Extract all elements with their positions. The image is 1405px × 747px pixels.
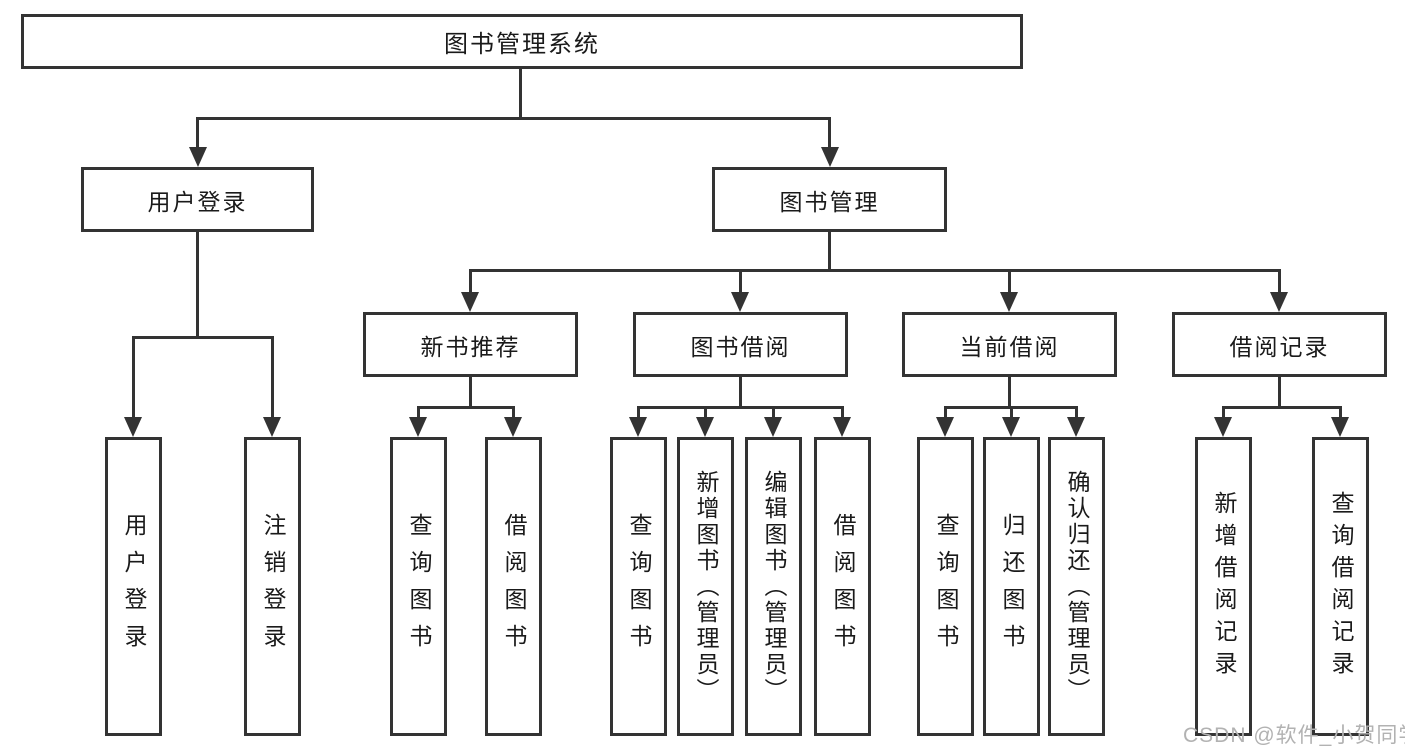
edge-records-bus — [1222, 406, 1342, 409]
leaf-query-borrow-record-label: 查询借阅记录 — [1328, 490, 1354, 683]
leaf-query-borrow-record: 查询借阅记录 — [1312, 437, 1369, 736]
arrowhead-recommend-query — [409, 417, 427, 437]
edge-book-management-bus — [469, 269, 1281, 272]
arrowhead-recommend-borrow — [504, 417, 522, 437]
edge-drop-bb-edit — [772, 408, 775, 417]
edge-recommend-bus — [417, 406, 515, 409]
leaf-confirm-return-admin: 确认归还（管理员） — [1048, 437, 1105, 736]
edge-drop-bb-add — [704, 408, 707, 417]
arrowhead-bb-add — [696, 417, 714, 437]
node-current-borrow: 当前借阅 — [902, 312, 1117, 377]
node-book-borrow-label: 图书借阅 — [690, 333, 791, 360]
leaf-logout: 注销登录 — [244, 437, 301, 736]
edge-root-stem — [519, 69, 522, 117]
arrowhead-bb-query — [629, 417, 647, 437]
node-borrow-records-label: 借阅记录 — [1229, 333, 1330, 360]
edge-drop-current-borrow — [1008, 271, 1011, 292]
edge-records-stem — [1278, 377, 1281, 406]
edge-drop-bb-query — [637, 408, 640, 417]
leaf-confirm-return-admin-label: 确认归还（管理员） — [1064, 469, 1090, 704]
leaf-borrow-book-label: 借阅图书 — [830, 512, 856, 661]
arrowhead-bb-borrow — [833, 417, 851, 437]
node-user-login-label: 用户登录 — [147, 188, 248, 215]
leaf-add-borrow-record-label: 新增借阅记录 — [1211, 490, 1237, 683]
edge-book-management-stem — [828, 232, 831, 269]
leaf-recommend-borrow-book: 借阅图书 — [485, 437, 542, 736]
arrowhead-leaf-user-login — [124, 417, 142, 437]
arrowhead-bb-edit — [764, 417, 782, 437]
leaf-add-borrow-record: 新增借阅记录 — [1195, 437, 1252, 736]
leaf-user-login: 用户登录 — [105, 437, 162, 736]
edge-current-bus — [944, 406, 1078, 409]
edge-book-borrow-bus — [637, 406, 844, 409]
leaf-borrow-query-book-label: 查询图书 — [626, 512, 652, 661]
node-book-management-label: 图书管理 — [779, 188, 880, 215]
edge-drop-leaf-user-login — [132, 338, 135, 418]
edge-current-stem — [1008, 377, 1011, 406]
arrowhead-book-borrow — [731, 292, 749, 312]
edge-user-login-bus — [132, 336, 274, 339]
leaf-edit-book-admin: 编辑图书（管理员） — [745, 437, 802, 736]
leaf-borrow-query-book: 查询图书 — [610, 437, 667, 736]
edge-book-borrow-stem — [739, 377, 742, 406]
edge-drop-cb-confirm — [1075, 408, 1078, 417]
arrowhead-user-login — [189, 147, 207, 167]
arrowhead-br-add — [1214, 417, 1232, 437]
arrowhead-new-book-recommend — [461, 292, 479, 312]
leaf-edit-book-admin-label: 编辑图书（管理员） — [761, 469, 787, 704]
edge-drop-bb-borrow — [841, 408, 844, 417]
leaf-current-query-book-label: 查询图书 — [933, 512, 959, 661]
arrowhead-book-management — [821, 147, 839, 167]
leaf-add-book-admin: 新增图书（管理员） — [677, 437, 734, 736]
leaf-add-book-admin-label: 新增图书（管理员） — [693, 469, 719, 704]
edge-drop-leaf-logout — [271, 338, 274, 418]
edge-drop-borrow-records — [1278, 271, 1281, 292]
leaf-return-book-label: 归还图书 — [999, 512, 1025, 661]
node-user-login: 用户登录 — [81, 167, 314, 232]
leaf-return-book: 归还图书 — [983, 437, 1040, 736]
edge-drop-cb-return — [1010, 408, 1013, 417]
leaf-current-query-book: 查询图书 — [917, 437, 974, 736]
edge-recommend-stem — [469, 377, 472, 406]
edge-drop-book-borrow — [739, 271, 742, 292]
leaf-logout-label: 注销登录 — [260, 512, 286, 661]
arrowhead-cb-return — [1002, 417, 1020, 437]
node-root-system: 图书管理系统 — [21, 14, 1023, 69]
node-root-system-label: 图书管理系统 — [444, 31, 600, 58]
leaf-borrow-book: 借阅图书 — [814, 437, 871, 736]
node-new-book-recommend-label: 新书推荐 — [420, 333, 521, 360]
edge-drop-new-book-recommend — [469, 271, 472, 292]
leaf-recommend-borrow-book-label: 借阅图书 — [501, 512, 527, 661]
leaf-recommend-query-book: 查询图书 — [390, 437, 447, 736]
arrowhead-cb-query — [936, 417, 954, 437]
edge-user-login-stem — [196, 232, 199, 336]
arrowhead-borrow-records — [1270, 292, 1288, 312]
edge-drop-book-management — [828, 119, 831, 148]
edge-root-bus — [196, 117, 831, 120]
watermark: CSDN @软件_小贺同学 — [1183, 724, 1405, 747]
node-book-borrow: 图书借阅 — [633, 312, 848, 377]
edge-drop-recommend-borrow — [512, 408, 515, 417]
arrowhead-current-borrow — [1000, 292, 1018, 312]
edge-drop-recommend-query — [417, 408, 420, 417]
edge-drop-br-add — [1222, 408, 1225, 417]
edge-drop-user-login — [196, 119, 199, 148]
node-book-management: 图书管理 — [712, 167, 947, 232]
edge-drop-br-query — [1339, 408, 1342, 417]
edge-drop-cb-query — [944, 408, 947, 417]
node-borrow-records: 借阅记录 — [1172, 312, 1387, 377]
leaf-recommend-query-book-label: 查询图书 — [406, 512, 432, 661]
leaf-user-login-label: 用户登录 — [121, 512, 147, 661]
node-current-borrow-label: 当前借阅 — [959, 333, 1060, 360]
arrowhead-leaf-logout — [263, 417, 281, 437]
arrowhead-cb-confirm — [1067, 417, 1085, 437]
arrowhead-br-query — [1331, 417, 1349, 437]
node-new-book-recommend: 新书推荐 — [363, 312, 578, 377]
